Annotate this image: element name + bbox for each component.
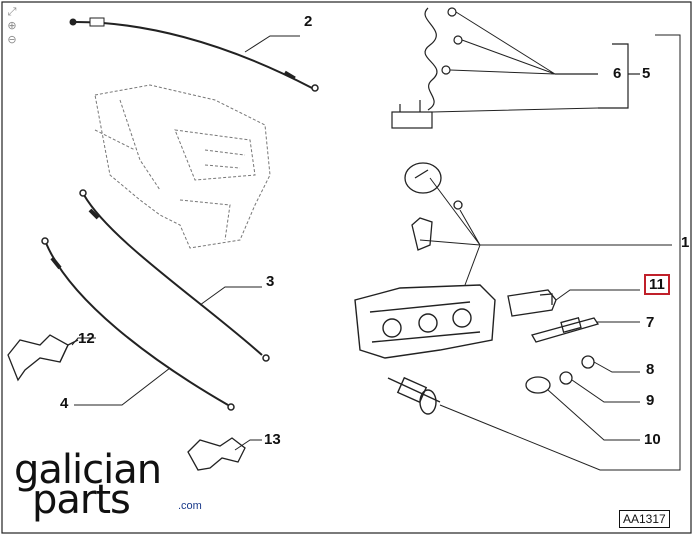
cable-3	[79, 189, 270, 362]
callout-3: 3	[266, 273, 275, 290]
callout-9: 9	[646, 392, 655, 409]
watermark-suffix: .com	[178, 500, 202, 512]
cable-2	[69, 17, 319, 92]
rod-assembly	[387, 376, 650, 471]
callout-1: 1	[681, 234, 690, 251]
zoom-out-icon[interactable]: ⊖	[7, 33, 17, 46]
callout-13: 13	[264, 431, 281, 448]
expand-icon[interactable]: ⤢	[7, 5, 17, 18]
reference-code: AA1317	[619, 510, 670, 528]
part-11-module	[507, 289, 640, 317]
parts-8-9-10	[525, 355, 640, 441]
callout-6: 6	[613, 65, 622, 82]
heater-housing	[94, 84, 271, 249]
knob-dial	[404, 162, 463, 251]
clip-13	[187, 437, 262, 471]
watermark-line1: galician	[14, 447, 162, 493]
callout-4: 4	[60, 395, 69, 412]
leader-lines-1	[419, 34, 681, 471]
callout-8: 8	[646, 361, 655, 378]
control-panel	[354, 284, 496, 359]
callout-2: 2	[304, 13, 313, 30]
part-7	[531, 317, 640, 343]
callout-5: 5	[642, 65, 651, 82]
callout-10: 10	[644, 431, 661, 448]
watermark-line2: parts	[32, 477, 131, 523]
clip-12	[7, 334, 96, 382]
callout-12: 12	[78, 330, 95, 347]
zoom-toolbar: ⤢ ⊕ ⊖	[6, 6, 22, 46]
callout-7: 7	[646, 314, 655, 331]
cable-4	[41, 237, 235, 411]
vacuum-valves	[391, 7, 640, 129]
callout-11-highlight: 11	[644, 274, 670, 295]
zoom-in-icon[interactable]: ⊕	[7, 19, 17, 32]
